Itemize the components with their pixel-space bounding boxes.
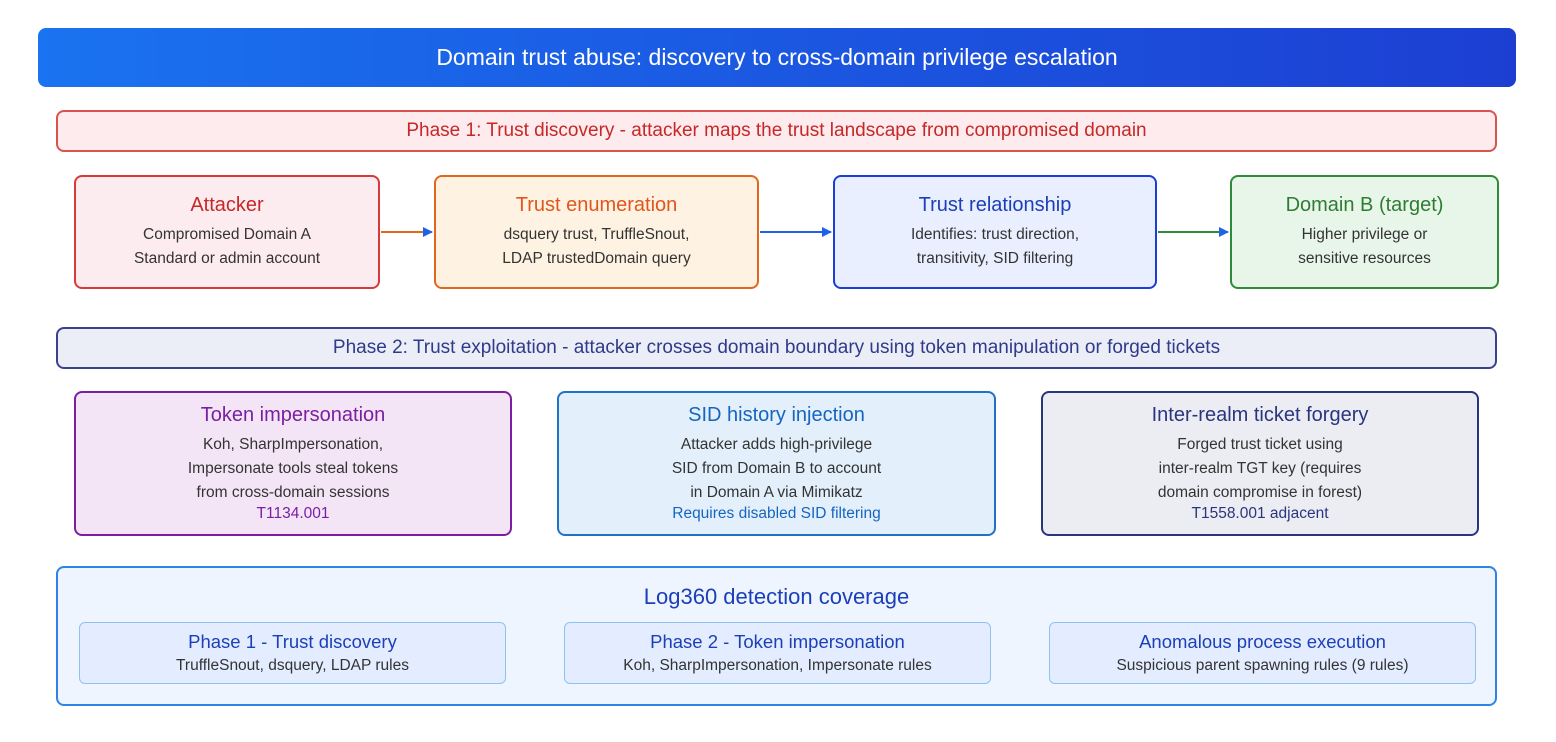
attacker-title: Attacker [190, 193, 264, 216]
ticket-forgery-line-3: domain compromise in forest) [1157, 484, 1363, 501]
trust-enumeration-line-1: dsquery trust, TruffleSnout, [503, 225, 690, 243]
coverage-card-trust-discovery: Phase 1 - Trust discovery TruffleSnout, … [79, 622, 506, 684]
trust-relationship-line-1: Identifies: trust direction, [911, 225, 1079, 243]
coverage-card-title: Phase 2 - Token impersonation [650, 631, 905, 652]
trust-relationship-node: Trust relationship Identifies: trust dir… [833, 175, 1157, 289]
target-domain-line-1: Higher privilege or [1301, 225, 1428, 243]
attacker-node: Attacker Compromised Domain A Standard o… [74, 175, 380, 289]
trust-enumeration-line-2: LDAP trustedDomain query [502, 249, 691, 267]
sid-history-injection-title: SID history injection [688, 404, 865, 426]
sid-history-injection-line-2: SID from Domain B to account [671, 460, 882, 477]
trust-enumeration-node: Trust enumeration dsquery trust, Truffle… [434, 175, 759, 289]
ticket-forgery-line-2: inter-realm TGT key (requires [1158, 460, 1362, 477]
token-impersonation-technique-tag: T1134.001 [256, 505, 330, 522]
sid-history-injection-node: SID history injection Attacker adds high… [557, 391, 996, 536]
detection-coverage-title: Log360 detection coverage [643, 584, 910, 609]
sid-history-injection-requirement-tag: Requires disabled SID filtering [672, 505, 881, 522]
target-domain-line-2: sensitive resources [1298, 249, 1431, 267]
ticket-forgery-technique-tag: T1558.001 adjacent [1191, 505, 1329, 522]
ticket-forgery-title: Inter-realm ticket forgery [1151, 404, 1369, 426]
coverage-card-desc: Suspicious parent spawning rules (9 rule… [1116, 657, 1409, 674]
trust-relationship-title: Trust relationship [918, 193, 1072, 216]
token-impersonation-line-3: from cross-domain sessions [196, 484, 390, 501]
coverage-card-desc: Koh, SharpImpersonation, Impersonate rul… [623, 657, 932, 674]
coverage-card-title: Anomalous process execution [1139, 631, 1386, 652]
target-domain-title: Domain B (target) [1285, 193, 1444, 216]
phase1-banner: Phase 1: Trust discovery - attacker maps… [56, 110, 1497, 152]
sid-history-injection-line-1: Attacker adds high-privilege [680, 436, 873, 453]
token-impersonation-line-1: Koh, SharpImpersonation, [202, 436, 384, 453]
ticket-forgery-node: Inter-realm ticket forgery Forged trust … [1041, 391, 1479, 536]
sid-history-injection-line-3: in Domain A via Mimikatz [690, 484, 863, 501]
diagram-title: Domain trust abuse: discovery to cross-d… [38, 28, 1516, 87]
token-impersonation-line-2: Impersonate tools steal tokens [187, 460, 399, 477]
coverage-card-token-impersonation: Phase 2 - Token impersonation Koh, Sharp… [564, 622, 991, 684]
coverage-card-title: Phase 1 - Trust discovery [188, 631, 397, 652]
ticket-forgery-line-1: Forged trust ticket using [1177, 436, 1343, 453]
attacker-line-1: Compromised Domain A [143, 225, 311, 243]
phase2-banner: Phase 2: Trust exploitation - attacker c… [56, 327, 1497, 369]
target-domain-node: Domain B (target) Higher privilege or se… [1230, 175, 1499, 289]
coverage-card-desc: TruffleSnout, dsquery, LDAP rules [176, 657, 409, 674]
trust-relationship-line-2: transitivity, SID filtering [916, 249, 1074, 267]
token-impersonation-title: Token impersonation [200, 404, 386, 426]
coverage-card-anomalous-process: Anomalous process execution Suspicious p… [1049, 622, 1476, 684]
trust-enumeration-title: Trust enumeration [515, 193, 678, 216]
token-impersonation-node: Token impersonation Koh, SharpImpersonat… [74, 391, 512, 536]
attacker-line-2: Standard or admin account [133, 249, 321, 267]
